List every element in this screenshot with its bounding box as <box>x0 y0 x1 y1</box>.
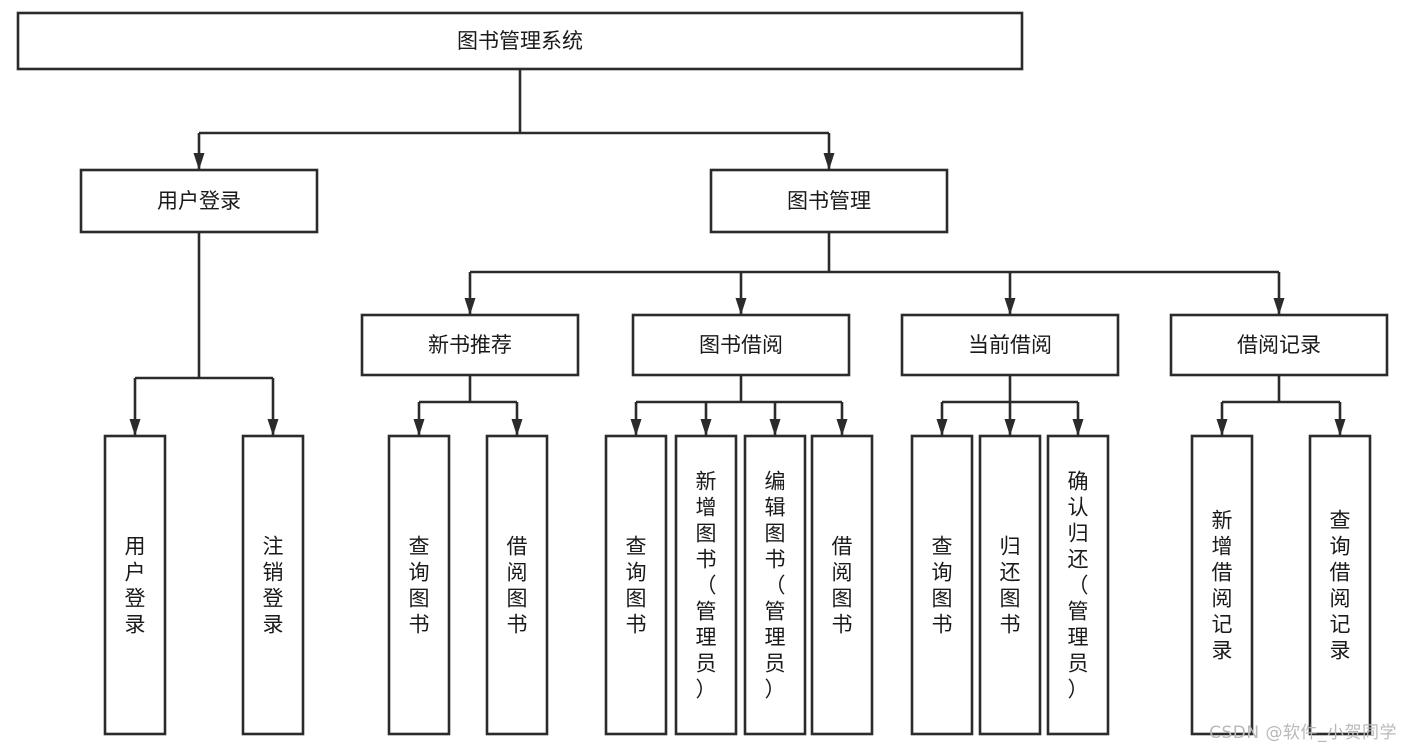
node-box-record-query[interactable] <box>1308 434 1372 736</box>
node-label-record-query: 查询借阅记录 <box>1330 508 1351 662</box>
node-recommend-query-book[interactable]: 查询图书 <box>387 434 451 736</box>
node-borrow-query-book[interactable]: 查询图书 <box>604 434 668 736</box>
node-current-return-book[interactable]: 归还图书 <box>978 434 1042 736</box>
node-current-confirm-return[interactable]: 确认归还（管理员） <box>1046 434 1110 736</box>
node-label-recommend-borrow-book: 借阅图书 <box>507 534 528 636</box>
node-book-manage[interactable]: 图书管理 <box>709 168 949 234</box>
node-box-user-login[interactable] <box>79 168 319 234</box>
node-label-current-query-book: 查询图书 <box>932 534 953 636</box>
conn-borrow-record-arrow-1 <box>1334 419 1346 436</box>
conn-root-arrow-0 <box>193 153 205 170</box>
node-box-borrow-query-book[interactable] <box>604 434 668 736</box>
conn-bookmanage-arrow-3 <box>1273 298 1285 315</box>
conn-bookmanage-arrow-0 <box>464 298 476 315</box>
conn-book-borrow-arrow-3 <box>836 419 848 436</box>
watermark-label: CSDN @软件_小贺同学 <box>1209 723 1397 743</box>
node-recommend-borrow-book[interactable]: 借阅图书 <box>485 434 549 736</box>
node-borrow-record[interactable]: 借阅记录 <box>1169 313 1389 377</box>
node-label-book-manage: 图书管理 <box>787 189 871 213</box>
node-label-user-logout: 注销登录 <box>263 534 284 636</box>
node-borrow-add-book[interactable]: 新增图书（管理员） <box>674 434 738 736</box>
node-box-current-return-book[interactable] <box>978 434 1042 736</box>
node-label-root: 图书管理系统 <box>457 29 583 53</box>
conn-bookmanage-arrow-1 <box>735 298 747 315</box>
node-box-recommend-query-book[interactable] <box>387 434 451 736</box>
node-box-book-borrow[interactable] <box>631 313 851 377</box>
node-box-borrow-edit-book[interactable] <box>743 434 807 736</box>
conn-book-borrow-arrow-1 <box>700 419 712 436</box>
node-label-book-borrow: 图书借阅 <box>699 333 783 357</box>
node-box-user-login-do[interactable] <box>103 434 167 736</box>
node-root[interactable]: 图书管理系统 <box>16 11 1024 71</box>
node-label-record-add: 新增借阅记录 <box>1212 508 1233 662</box>
conn-book-borrow-arrow-2 <box>769 419 781 436</box>
node-box-user-logout[interactable] <box>241 434 305 736</box>
conn-book-borrow-arrow-0 <box>630 419 642 436</box>
node-label-recommend-query-book: 查询图书 <box>409 534 430 636</box>
node-box-new-book-recommend[interactable] <box>360 313 580 377</box>
conn-current-borrow-arrow-0 <box>936 419 948 436</box>
conn-userlogin-arrow-1 <box>267 419 279 436</box>
node-label-new-book-recommend: 新书推荐 <box>428 333 512 357</box>
node-label-current-borrow: 当前借阅 <box>968 333 1052 357</box>
node-book-borrow[interactable]: 图书借阅 <box>631 313 851 377</box>
node-label-borrow-record: 借阅记录 <box>1237 333 1321 357</box>
node-label-user-login: 用户登录 <box>157 189 241 213</box>
node-label-borrow-edit-book: 编辑图书（管理员） <box>765 469 786 701</box>
node-user-logout[interactable]: 注销登录 <box>241 434 305 736</box>
node-user-login[interactable]: 用户登录 <box>79 168 319 234</box>
node-box-record-add[interactable] <box>1190 434 1254 736</box>
node-borrow-borrow-book[interactable]: 借阅图书 <box>810 434 874 736</box>
conn-new-book-recommend-arrow-1 <box>511 419 523 436</box>
node-box-current-query-book[interactable] <box>910 434 974 736</box>
node-box-borrow-add-book[interactable] <box>674 434 738 736</box>
conn-new-book-recommend-arrow-0 <box>413 419 425 436</box>
conn-userlogin-arrow-0 <box>129 419 141 436</box>
node-box-book-manage[interactable] <box>709 168 949 234</box>
node-box-root[interactable] <box>16 11 1024 71</box>
conn-current-borrow-arrow-1 <box>1004 419 1016 436</box>
node-box-current-confirm-return[interactable] <box>1046 434 1110 736</box>
conn-current-borrow-arrow-2 <box>1072 419 1084 436</box>
node-label-current-confirm-return: 确认归还（管理员） <box>1068 469 1089 701</box>
conn-root-arrow-1 <box>823 153 835 170</box>
conn-bookmanage-arrow-2 <box>1004 298 1016 315</box>
node-box-current-borrow[interactable] <box>900 313 1120 377</box>
node-box-recommend-borrow-book[interactable] <box>485 434 549 736</box>
conn-borrow-record-arrow-0 <box>1216 419 1228 436</box>
node-label-borrow-borrow-book: 借阅图书 <box>832 534 853 636</box>
connector-layer <box>129 69 1346 436</box>
node-new-book-recommend[interactable]: 新书推荐 <box>360 313 580 377</box>
node-box-borrow-borrow-book[interactable] <box>810 434 874 736</box>
node-layer: 图书管理系统用户登录图书管理用户登录注销登录新书推荐图书借阅当前借阅借阅记录查询… <box>16 11 1389 736</box>
node-current-borrow[interactable]: 当前借阅 <box>900 313 1120 377</box>
node-label-borrow-query-book: 查询图书 <box>626 534 647 636</box>
node-borrow-edit-book[interactable]: 编辑图书（管理员） <box>743 434 807 736</box>
node-label-current-return-book: 归还图书 <box>1000 534 1021 636</box>
node-label-user-login-do: 用户登录 <box>125 534 146 636</box>
node-label-borrow-add-book: 新增图书（管理员） <box>696 469 717 701</box>
node-box-borrow-record[interactable] <box>1169 313 1389 377</box>
node-current-query-book[interactable]: 查询图书 <box>910 434 974 736</box>
node-record-add[interactable]: 新增借阅记录 <box>1190 434 1254 736</box>
node-record-query[interactable]: 查询借阅记录 <box>1308 434 1372 736</box>
node-user-login-do[interactable]: 用户登录 <box>103 434 167 736</box>
